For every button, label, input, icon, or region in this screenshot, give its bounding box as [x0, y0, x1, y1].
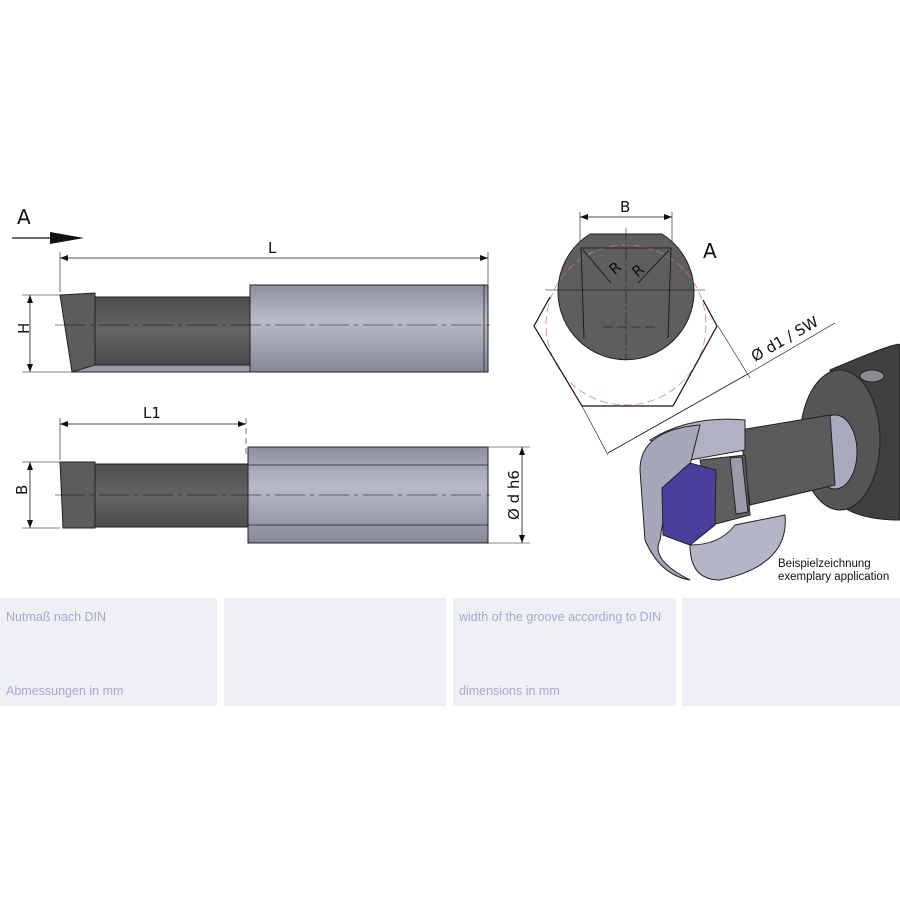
groove-width-de: Nutmaß nach DIN — [6, 610, 107, 624]
view-arrow-a: A — [12, 205, 84, 244]
caption-en: exemplary application — [778, 571, 889, 583]
caption-de: Beispielzeichnung — [778, 558, 871, 570]
table-cell-de: Nutmaß nach DIN Abmessungen in mm — [0, 598, 217, 706]
dimensions-en: dimensions in mm — [459, 684, 560, 698]
table-cell-empty-1 — [224, 598, 446, 706]
table-cell-empty-2 — [682, 598, 900, 706]
tool-top-view: L1 B Ø d h6 — [13, 404, 530, 544]
width-label: B — [13, 485, 31, 495]
length1-label: L1 — [143, 404, 161, 422]
section-view-a: B R R A Ø d1 / SW — [533, 198, 836, 456]
dimensions-de: Abmessungen in mm — [6, 684, 124, 698]
section-width-label: B — [620, 198, 630, 216]
height-label: H — [15, 323, 33, 334]
length-label: L — [268, 239, 277, 257]
view-arrow-label: A — [17, 205, 31, 229]
tool-side-view: L H — [15, 239, 495, 373]
example-illustration: Beispielzeichnung exemplary application — [639, 343, 900, 583]
hex-label: Ø d1 / SW — [748, 313, 822, 366]
groove-width-en: width of the groove according to DIN — [459, 610, 662, 624]
table-cell-en: width of the groove according to DIN dim… — [453, 598, 676, 706]
section-view-label: A — [703, 239, 717, 263]
diameter-label: Ø d h6 — [505, 470, 523, 520]
